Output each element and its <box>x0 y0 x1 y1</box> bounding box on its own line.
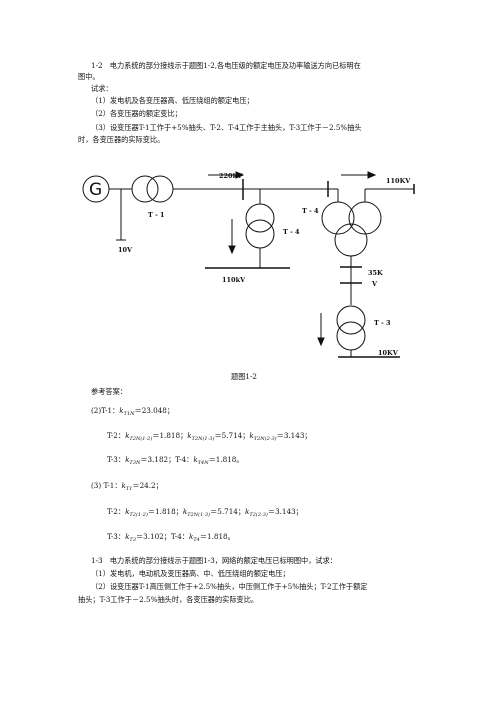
problem-12-question-3-line2: 时，各变压器的实际变比。 <box>78 135 165 144</box>
problem-12-question-2: （2）各变压器的额定变比； <box>91 109 182 118</box>
generator-symbol: G <box>89 180 102 200</box>
t4-right-winding-bottom <box>334 223 368 257</box>
t1-winding-right <box>146 175 174 203</box>
t4-left-winding-bottom <box>245 219 275 249</box>
label-35kv-line2: V <box>371 280 378 288</box>
figure-caption: 题图1-2 <box>231 372 257 381</box>
problem-12-question-1: （1）发电机及各变压器高、低压绕组的额定电压； <box>91 96 254 105</box>
problem-12-intro-line2: 图中。 <box>78 72 100 81</box>
t3-winding-top <box>336 305 366 335</box>
t4-left-winding-top <box>245 203 275 233</box>
label-t4-right: T - 4 <box>302 207 319 215</box>
problem-12-intro-line1: 1-2 电力系统的部分接线示于题图1-2,各电压级的额定电压及功率输送方向已标明… <box>91 61 361 70</box>
label-110kv-right: 110KV <box>386 177 411 185</box>
label-t3: T - 3 <box>374 319 391 327</box>
label-110kv-bottom: 110kV <box>222 276 246 284</box>
answer-2-t3-t4: T-3：kT3N＝3.182；T-4：kT4N＝1.818。 <box>107 455 244 466</box>
answer-2-t2: T-2：kT2N(1-2)＝1.818；kT2N(1-3)＝5.714；kT2N… <box>107 431 312 442</box>
answers-title: 参考答案： <box>91 387 127 396</box>
label-220kv: 220kV <box>219 172 243 180</box>
t1-winding-left <box>131 175 159 203</box>
problem-13-question-2-line1: （2）设变压器T-1高压侧工作于+2.5%抽头，中压侧工作于+5%抽头；T-2工… <box>91 582 368 591</box>
label-t4-left: T - 4 <box>283 228 300 236</box>
problem-12-question-3-line1: （3）设变压器T-1工作于+5%抽头、T-2、T-4工作于主抽头，T-3工作于－… <box>91 123 362 132</box>
answer-2-t1: (2)T-1：kT1N＝23.048； <box>91 406 175 417</box>
answer-3-t3-t4: T-3：kT3＝3.102；T-4：kT4＝1.818。 <box>107 532 235 543</box>
t3-winding-bottom <box>336 321 366 351</box>
problem-13-intro: 1-3 电力系统的部分接线示于题图1-3，网络的额定电压已标明图中，试求： <box>91 556 337 565</box>
problem-13-question-1: （1）发电机，电动机及变压器高、中、低压绕组的额定电压； <box>91 569 290 578</box>
answer-3-t2: T-2：kT2(1-2)＝1.818；kT2N(1-3)＝5.714；kT2(2… <box>107 507 303 518</box>
answer-3-t1: (3) T-1：kT1＝24.2； <box>91 481 163 492</box>
problem-13-question-2-line2: 抽头；T-3工作于－2.5%抽头时，各变压器的实际变比。 <box>78 595 259 604</box>
problem-12-ask: 试求： <box>91 84 113 93</box>
label-t1: T - 1 <box>148 211 165 219</box>
label-10v: 10V <box>118 246 133 254</box>
label-35kv-line1: 35K <box>368 269 383 277</box>
label-10kv: 10KV <box>378 349 399 357</box>
